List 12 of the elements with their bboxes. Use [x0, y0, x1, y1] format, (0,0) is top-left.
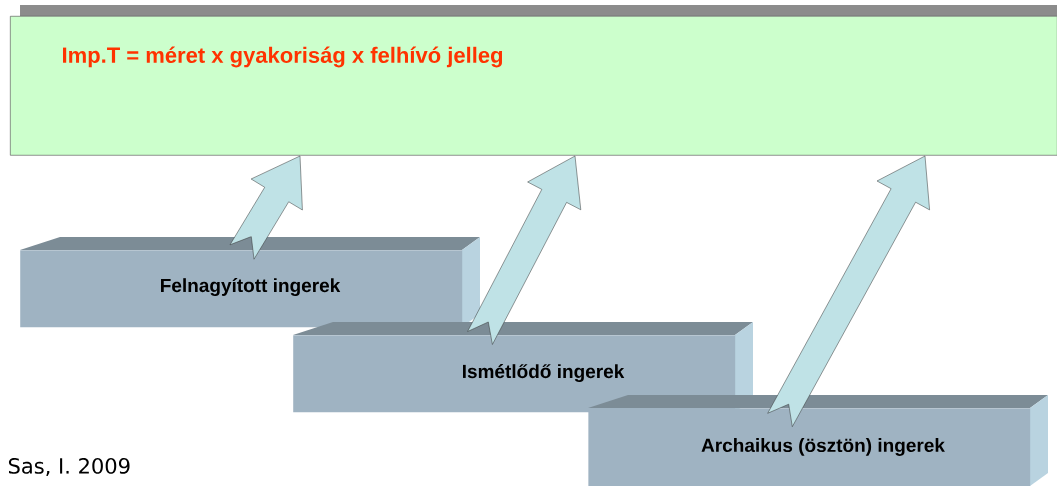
- step-block: [293, 322, 753, 413]
- formula-box: [10, 5, 1057, 156]
- step-block: [20, 237, 480, 328]
- node-label: Imp.T = méret x gyakoriság x felhívó jelleg: [63, 46, 503, 68]
- block-arrow: [229, 155, 303, 260]
- block-arrow: [767, 155, 930, 427]
- node-label: Archaikus (ösztön) ingerek: [701, 438, 945, 456]
- citation: Sas, I. 2009: [8, 458, 130, 476]
- block-arrow: [467, 155, 582, 345]
- node-label: Felnagyított ingerek: [161, 278, 341, 296]
- node-label: Ismétlődő ingerek: [462, 364, 625, 382]
- step-block: [588, 395, 1048, 486]
